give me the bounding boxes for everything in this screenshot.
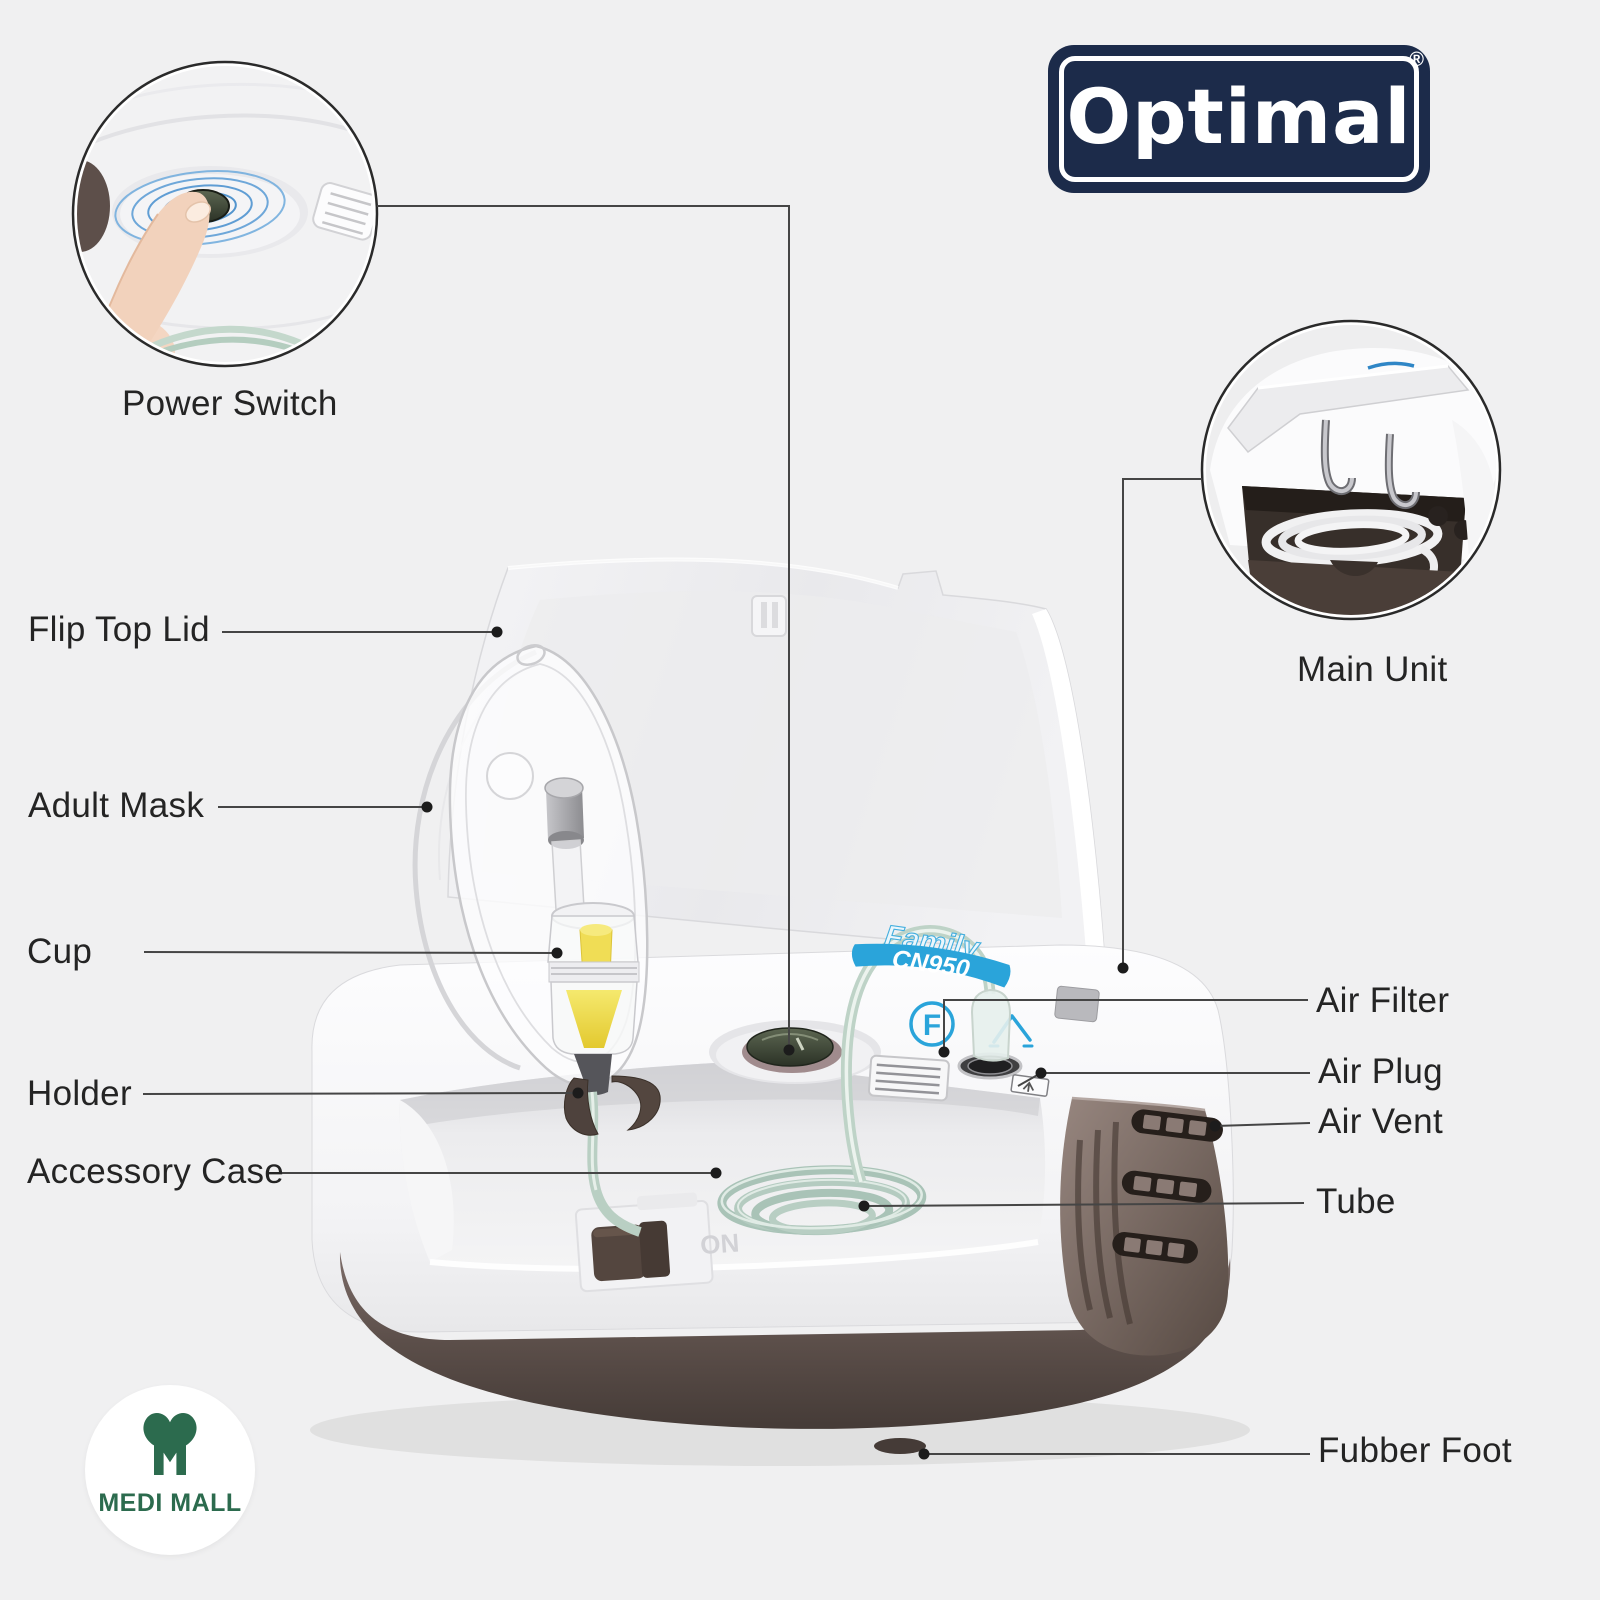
callout-holder: Holder bbox=[27, 1074, 132, 1113]
callout-cup: Cup bbox=[27, 932, 93, 971]
callout-accessory-case: Accessory Case bbox=[27, 1152, 285, 1191]
tube-arc bbox=[840, 925, 996, 1184]
optimal-brand-logo: Optimal ® bbox=[1048, 45, 1430, 193]
mask-port bbox=[546, 786, 584, 844]
on-label: ON bbox=[699, 1227, 740, 1260]
main-unit-base-graphic: ON F bbox=[311, 919, 1234, 1454]
air-filter-graphic bbox=[867, 1054, 950, 1102]
main-unit-inset bbox=[1200, 319, 1502, 621]
callout-tube: Tube bbox=[1316, 1182, 1396, 1221]
cup-graphic bbox=[547, 839, 640, 1095]
callout-air-vent: Air Vent bbox=[1318, 1102, 1443, 1141]
callout-flip-top-lid: Flip Top Lid bbox=[28, 610, 210, 649]
registered-trademark: ® bbox=[1409, 49, 1424, 71]
model-banner: Family CN950 bbox=[851, 919, 1011, 988]
cord-hooks bbox=[1320, 419, 1420, 510]
lid-clasp bbox=[751, 595, 787, 637]
air-plug-graphic bbox=[957, 988, 1050, 1097]
callout-main-unit: Main Unit bbox=[1297, 650, 1448, 689]
mask-vent-hole bbox=[486, 752, 534, 800]
callout-dots bbox=[421, 626, 1221, 1460]
filter-letter: F bbox=[923, 1009, 941, 1042]
rubber-base bbox=[339, 1252, 1231, 1429]
tube-coil bbox=[717, 1165, 927, 1236]
brand-logo-text: Optimal bbox=[1066, 71, 1412, 161]
brand-logo-border: Optimal bbox=[1059, 56, 1419, 182]
medi-mall-logo: MEDI MALL bbox=[85, 1385, 255, 1555]
callout-air-filter: Air Filter bbox=[1316, 981, 1450, 1020]
callout-power-switch: Power Switch bbox=[122, 384, 338, 423]
lid-hinge bbox=[1054, 985, 1100, 1023]
callout-fubber-foot: Fubber Foot bbox=[1318, 1431, 1512, 1470]
vent-flap bbox=[312, 182, 373, 241]
store-logo-text: MEDI MALL bbox=[98, 1489, 242, 1517]
callout-lines bbox=[142, 205, 1311, 1455]
callout-air-plug: Air Plug bbox=[1318, 1052, 1443, 1091]
heart-m-icon bbox=[143, 1412, 197, 1475]
power-switch-inset bbox=[71, 60, 379, 368]
air-plug-icon-plate bbox=[1010, 1074, 1050, 1097]
air-vent-graphic bbox=[1060, 1096, 1229, 1356]
rubber-foot-graphic bbox=[874, 1438, 926, 1454]
callout-adult-mask: Adult Mask bbox=[28, 786, 205, 825]
power-button-graphic bbox=[709, 1020, 881, 1084]
accessory-latch: ON bbox=[574, 1192, 740, 1293]
